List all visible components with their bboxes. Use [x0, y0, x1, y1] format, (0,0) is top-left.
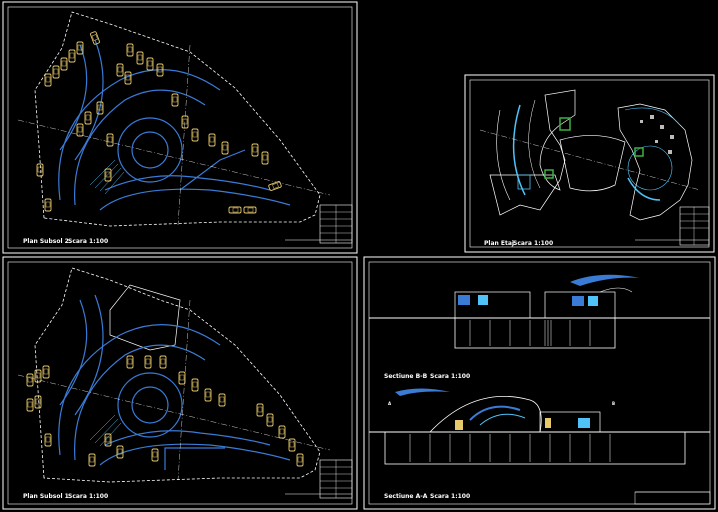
plan-subsol-1-title: Plan Subsol 1: [23, 493, 69, 500]
plan-etaj-title: Plan Etaj: [484, 240, 514, 247]
section-a-a-drawing: [369, 388, 710, 465]
plan-subsol-2-title: Plan Subsol 2: [23, 238, 69, 245]
plan-subsol-1-scale: Scara 1:100: [68, 493, 108, 500]
sheet-plan-subsol-2: Plan Subsol 2 Scara 1:100: [2, 1, 358, 254]
plan-subsol-2-scale: Scara 1:100: [68, 238, 108, 245]
sheet-sections: Sectiune B-B Scara 1:100 A B: [363, 256, 716, 510]
section-b-b-drawing: [369, 274, 710, 349]
plan-etaj-scale: Scara 1:100: [513, 240, 553, 247]
section-b-b-title: Sectiune B-B: [384, 373, 428, 380]
section-marker-b: B: [612, 401, 615, 406]
sheet-plan-subsol-1: Plan Subsol 1 Scara 1:100: [2, 256, 358, 510]
section-a-a-scale: Scara 1:100: [430, 493, 470, 500]
sheet-plan-etaj: Plan Etaj Scara 1:100: [464, 74, 715, 253]
section-b-b-scale: Scara 1:100: [430, 373, 470, 380]
section-a-a-title: Sectiune A-A: [384, 493, 428, 500]
section-marker-a: A: [388, 401, 392, 406]
